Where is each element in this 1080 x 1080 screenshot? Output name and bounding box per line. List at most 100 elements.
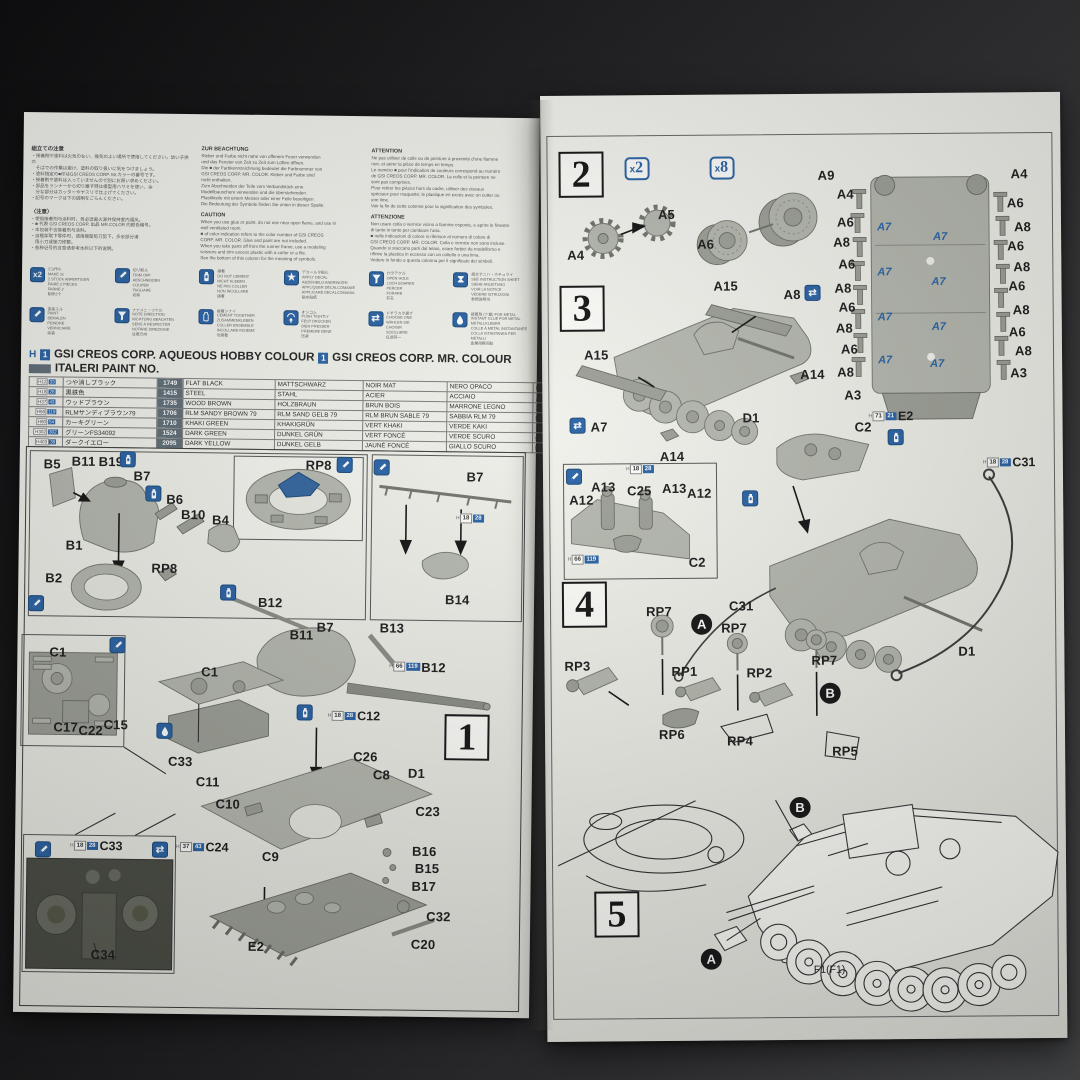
part-label: A8 (835, 320, 853, 336)
part-label: A7 (590, 419, 608, 435)
part-position-mark: A7 (931, 275, 946, 288)
part-label: RP7 (645, 603, 673, 620)
part-label: D1 (407, 765, 426, 781)
part-label: B11 (71, 453, 96, 469)
cement-icon (742, 490, 759, 507)
cement-icon (296, 704, 313, 721)
part-label: A8 (1014, 343, 1033, 359)
part-label: B12 (257, 594, 283, 611)
paintbrush-icon (27, 595, 45, 612)
part-label: A3 (844, 387, 862, 403)
part-label: B7 (316, 619, 334, 635)
cement-icon (887, 429, 904, 446)
part-label: D1 (742, 410, 760, 426)
part-position-mark: A7 (930, 357, 945, 370)
part-label: C1 (49, 644, 67, 660)
option-icon: ⇄ (569, 417, 586, 434)
step-number-4: 4 (561, 581, 608, 628)
part-label: C1 (201, 664, 219, 680)
part-label: A14 (800, 366, 825, 382)
cement-icon (119, 451, 136, 468)
part-label: A6 (838, 256, 856, 272)
part-label: A15 (583, 347, 609, 363)
part-label: C8 (372, 767, 391, 783)
assembly-marker-A: A (700, 948, 722, 970)
part-label: B14 (444, 592, 470, 608)
part-label: B10 (181, 506, 206, 523)
part-label: RP8 (305, 457, 332, 473)
part-label: B11 (289, 627, 314, 643)
part-label: RP7 (721, 620, 748, 636)
part-label: RP2 (746, 665, 773, 681)
part-label: A13 (662, 480, 687, 497)
part-position-mark: A7 (876, 221, 892, 234)
part-label: C17 (53, 719, 79, 735)
assembly-marker-B: B (789, 796, 811, 819)
part-label: A6 (838, 299, 856, 315)
steps-artwork (557, 174, 1059, 1013)
paintbrush-icon (336, 456, 353, 474)
glue-drop-icon (156, 722, 173, 739)
part-label: A4 (567, 247, 585, 263)
part-label: A9 (817, 167, 835, 183)
part-label: A6 (697, 236, 715, 252)
part-label: A15 (713, 278, 739, 294)
part-position-mark: A7 (878, 354, 893, 367)
paintbrush-icon (565, 468, 583, 485)
part-label: RP6 (658, 726, 685, 743)
part-label: C25 (627, 483, 652, 499)
part-label: A12 (687, 485, 712, 501)
part-label: A8 (783, 286, 801, 303)
part-label: A6 (1007, 238, 1025, 254)
part-label: RP8 (151, 560, 178, 576)
part-label: B16 (411, 843, 437, 860)
part-label: C2 (854, 419, 872, 435)
step-number-3: 3 (559, 285, 605, 332)
step-number-5: 5 (594, 891, 640, 938)
part-position-mark: A7 (933, 230, 948, 243)
part-label: A4 (1010, 166, 1028, 182)
part-label: A8 (1013, 259, 1031, 275)
part-label: C20 (410, 936, 436, 953)
paintbrush-icon (109, 637, 126, 654)
part-label: B4 (211, 512, 230, 528)
step-number-1: 1 (444, 714, 490, 761)
part-label: A6 (1008, 324, 1026, 340)
part-label: B12 (421, 659, 446, 676)
part-label: A14 (659, 448, 685, 465)
part-label: A8 (1013, 219, 1032, 235)
part-label: B6 (166, 491, 184, 507)
part-position-mark: A7 (877, 311, 892, 324)
cement-icon (220, 584, 237, 601)
step-number-2: 2 (558, 151, 604, 198)
part-label: RP3 (564, 658, 591, 674)
part-label: E2 (247, 938, 265, 954)
part-label: A8 (834, 280, 852, 296)
part-label: RP4 (727, 733, 754, 749)
option-icon: ⇄ (151, 841, 169, 858)
part-label: A5 (657, 206, 676, 223)
part-label: A13 (591, 479, 616, 495)
part-label: B7 (466, 469, 484, 485)
option-icon: ⇄ (804, 284, 821, 301)
step1-artwork (25, 467, 512, 971)
part-label: RP1 (671, 663, 698, 679)
part-label: C33 (167, 753, 193, 770)
part-label: D1 (958, 643, 976, 659)
part-position-mark: A7 (931, 320, 946, 333)
part-label: C34 (90, 946, 116, 963)
part-label-small: F1(F1) (813, 963, 846, 976)
part-label: B1 (65, 537, 83, 553)
part-label: C10 (215, 796, 241, 812)
part-label: C23 (415, 803, 441, 820)
part-label: C15 (103, 717, 129, 733)
part-label: C2 (688, 554, 706, 570)
part-label: RP5 (832, 743, 859, 759)
part-label: A4 (836, 186, 854, 202)
